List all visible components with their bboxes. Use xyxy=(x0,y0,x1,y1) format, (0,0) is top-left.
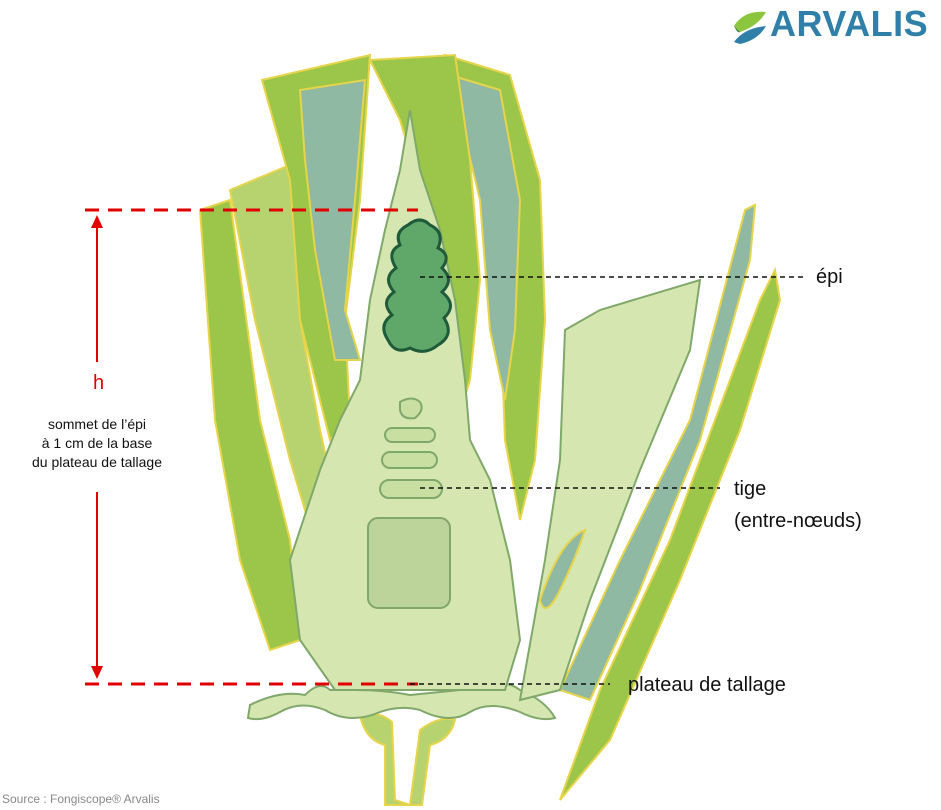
label-epi: épi xyxy=(816,265,843,289)
internode-4 xyxy=(380,480,442,498)
root-base xyxy=(360,714,455,805)
arrow-up-head xyxy=(91,215,103,228)
internode-2 xyxy=(385,428,435,442)
internode-5 xyxy=(368,518,450,608)
internode-3 xyxy=(382,452,437,468)
desc-line-3: du plateau de tallage xyxy=(8,453,186,472)
internode-1 xyxy=(400,399,422,419)
label-entre-noeuds: (entre-nœuds) xyxy=(734,509,862,533)
label-tige: tige xyxy=(734,477,766,501)
measure-h-label: h xyxy=(93,372,104,395)
desc-line-1: sommet de l’épi xyxy=(8,415,186,434)
label-plateau: plateau de tallage xyxy=(628,673,786,697)
leaf-logo-icon xyxy=(730,6,770,46)
desc-line-2: à 1 cm de la base xyxy=(8,434,186,453)
source-caption: Source : Fongiscope® Arvalis xyxy=(2,792,160,806)
logo-text: ARVALIS xyxy=(770,3,928,45)
measure-description: sommet de l’épi à 1 cm de la base du pla… xyxy=(8,415,186,472)
arvalis-logo: ARVALIS xyxy=(730,0,935,50)
arrow-down-head xyxy=(91,666,103,679)
